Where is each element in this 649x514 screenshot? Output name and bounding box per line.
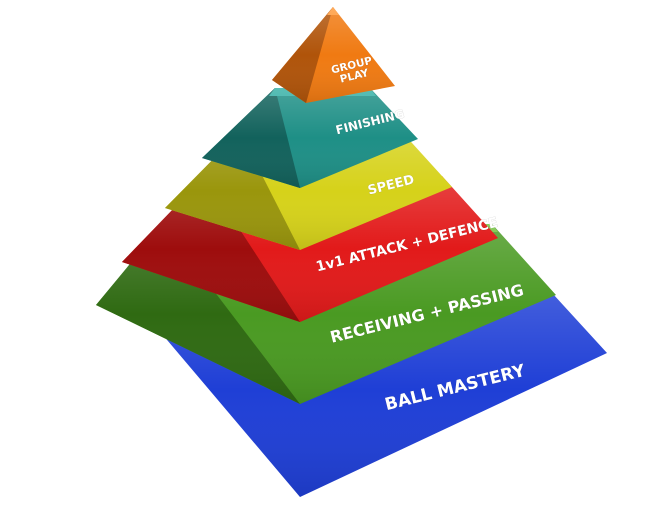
tier-sheen-group-play: [272, 7, 395, 103]
tier-sheen-finishing: [202, 88, 418, 188]
tier-group-play: GROUPPLAY: [272, 7, 395, 103]
tier-finishing: FINISHING: [202, 88, 418, 188]
